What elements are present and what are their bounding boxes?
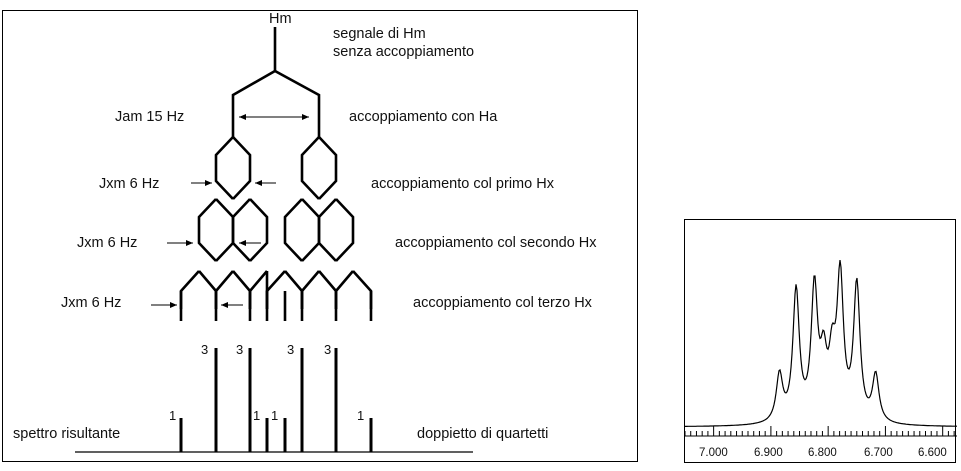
row3-right-label: accoppiamento col secondo Hx <box>395 235 597 251</box>
splitting-tree-panel: Hm segnale di Hm senza accoppiamento Jam… <box>2 10 638 462</box>
row3-left-label: Jxm 6 Hz <box>77 235 138 251</box>
x-tick-label-7000: 7.000 <box>699 447 728 459</box>
x-tick-label-6700: 6.700 <box>864 447 893 459</box>
jxm2-arrow-left <box>167 240 193 246</box>
tree-hx2-a3 <box>317 198 337 262</box>
spectrum-curve <box>685 260 957 427</box>
tree-hx3-l1 <box>214 270 234 309</box>
tree-hx3-l3 <box>265 270 286 309</box>
tree-hx2-a0 <box>197 198 217 262</box>
jxm3-arrow-right <box>221 302 243 308</box>
splitting-tree <box>75 27 473 453</box>
tree-split-ha <box>231 69 321 129</box>
tree-hx1-left-right <box>232 136 252 200</box>
row0-right-line1: segnale di Hm <box>333 26 426 42</box>
row2-left-label: Jxm 6 Hz <box>99 176 160 192</box>
stick-intensity-7: 3 <box>324 342 332 357</box>
tree-hx3-r3 <box>284 270 304 309</box>
nmr-spectrum-panel: 7.000 6.900 6.800 6.700 6.600 <box>684 219 957 463</box>
tree-hx1-right-left <box>300 136 320 200</box>
tree-hx2-b1 <box>249 198 269 262</box>
row1-left-label: Jam 15 Hz <box>115 109 185 125</box>
tree-hx3-r4 <box>318 270 338 309</box>
tree-hx3-l2 <box>248 270 268 309</box>
tree-hx3-l0 <box>179 270 200 309</box>
stick-intensity-8: 1 <box>357 408 365 423</box>
nmr-spectrum-plot <box>684 260 957 437</box>
jxm1-arrow-right <box>255 180 276 186</box>
tree-hx2-b2 <box>301 198 321 262</box>
x-tick-label-6900: 6.900 <box>754 447 783 459</box>
stick-intensity-6: 3 <box>287 342 295 357</box>
jxm1-arrow-left <box>191 180 212 186</box>
result-sticks <box>179 348 373 452</box>
tree-hx2-a2 <box>283 198 303 262</box>
tree-hx3-l5 <box>334 270 354 309</box>
stick-intensity-2: 3 <box>201 342 209 357</box>
tree-hx2-b0 <box>215 198 235 262</box>
tree-hx2-a1 <box>231 198 251 262</box>
jam-arrow-right <box>273 114 309 120</box>
stick-intensity-4: 1 <box>253 408 261 423</box>
tree-hx3-l4 <box>300 270 320 309</box>
tree-hx1-left-left <box>214 136 234 200</box>
coupling-arrows <box>151 114 309 308</box>
tree-hx3-r0 <box>198 270 218 309</box>
jxm2-arrow-right <box>239 240 261 246</box>
x-tick-label-6800: 6.800 <box>808 447 837 459</box>
row0-right-line2: senza accoppiamento <box>333 44 475 60</box>
stick-intensity-3: 3 <box>236 342 244 357</box>
x-tick-label-6600: 6.600 <box>918 447 947 459</box>
hm-label: Hm <box>269 11 292 27</box>
stick-intensity-5: 1 <box>271 408 279 423</box>
row4-left-label: Jxm 6 Hz <box>61 295 122 311</box>
x-axis-ticks <box>684 426 955 436</box>
tree-lines <box>179 27 373 321</box>
jam-arrow-left <box>239 114 273 120</box>
tree-hx3-r1 <box>232 270 252 309</box>
result-left-label: spettro risultante <box>13 426 121 442</box>
result-right-label: doppietto di quartetti <box>417 426 549 442</box>
row4-right-label: accoppiamento col terzo Hx <box>413 295 592 311</box>
tree-hx2-b3 <box>335 198 355 262</box>
tree-hx1-right-right <box>318 136 338 200</box>
jxm3-arrow-left <box>151 302 177 308</box>
tree-hx3-r5 <box>352 270 373 309</box>
stick-intensity-1: 1 <box>169 408 177 423</box>
row2-right-label: accoppiamento col primo Hx <box>371 176 554 192</box>
row1-right-label: accoppiamento con Ha <box>349 109 498 125</box>
